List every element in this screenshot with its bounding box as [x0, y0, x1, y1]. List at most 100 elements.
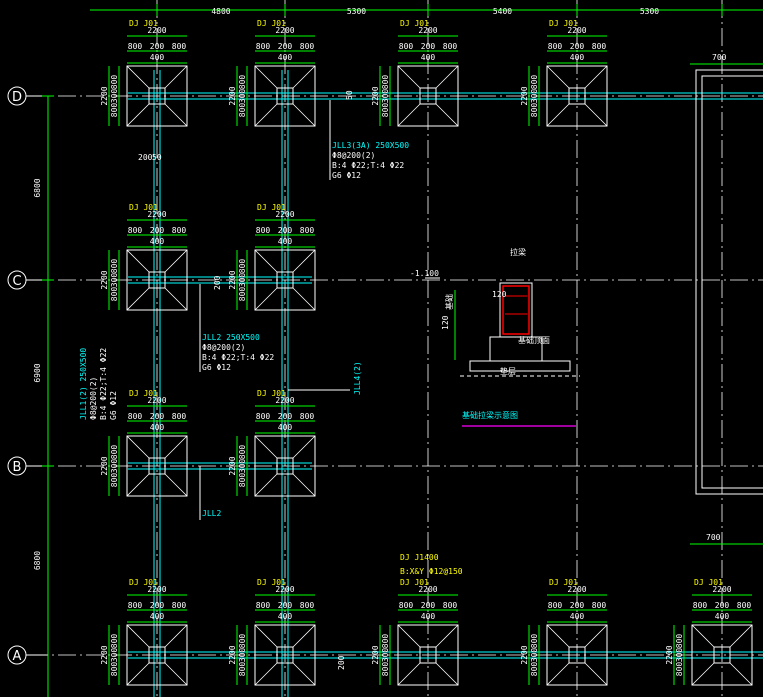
- left-dimension-text: 6800: [33, 551, 42, 570]
- right-outline: [701, 75, 763, 489]
- section-pad: [469, 360, 571, 372]
- footing-label: DJ J01: [129, 389, 158, 398]
- beam-jll2-name: JLL2 250X500: [202, 333, 260, 342]
- footing-vdim: 800: [381, 662, 390, 677]
- footing-dim-part: 200: [278, 42, 293, 51]
- right-outline-outer: [695, 69, 763, 495]
- diagram-title: 基础拉梁示意图: [462, 410, 518, 420]
- footing-dim-part: 200: [570, 42, 585, 51]
- footing-slope: [397, 65, 421, 89]
- footing-dim-part: 800: [128, 601, 143, 610]
- column-stub: [276, 646, 294, 664]
- footing-label: DJ J01: [129, 19, 158, 28]
- column-stub: [568, 87, 586, 105]
- footing-slope: [164, 287, 188, 311]
- beam-jll3-rebar: B:4 Φ22;T:4 Φ22: [332, 161, 404, 170]
- top-dimension-text: 5300: [347, 7, 366, 16]
- footing-dim-inner: 400: [421, 612, 436, 621]
- footing-slope: [126, 435, 150, 459]
- footing-vdim: 800: [530, 75, 539, 90]
- footing-outline: [546, 65, 608, 127]
- footing-dim-total: 2200: [418, 585, 437, 594]
- footing-vdim: 2200: [371, 645, 380, 664]
- footing-slope: [164, 435, 188, 459]
- footing-vdim: 300: [238, 459, 247, 474]
- footing-dim-part: 800: [256, 601, 271, 610]
- footing-dim-total: 2200: [147, 585, 166, 594]
- footing-vdim: 2200: [100, 86, 109, 105]
- footing-vdim: 2200: [228, 270, 237, 289]
- section-label: 拉梁: [510, 247, 526, 257]
- footing-vdim: 2200: [520, 86, 529, 105]
- footing-vdim: 800: [675, 662, 684, 677]
- special-footing-rebar: B:X&Y Φ12@150: [400, 567, 463, 576]
- footing-outline: [546, 624, 608, 686]
- footing-slope: [292, 473, 316, 497]
- beam-jll1-rebar: B:4 Φ22;T:4 Φ22: [99, 348, 108, 420]
- footing-vdim: 800: [110, 75, 119, 90]
- footing-slope: [435, 103, 459, 127]
- footing-vdim: 800: [238, 473, 247, 488]
- footing-dim-part: 800: [693, 601, 708, 610]
- footing-slope: [584, 65, 608, 89]
- beam-jll3-stirrup: Φ8@200(2): [332, 151, 375, 160]
- dim-50: 50: [345, 90, 354, 100]
- footing-vdim: 2200: [228, 456, 237, 475]
- footing-dim-part: 800: [443, 42, 458, 51]
- footing-dim-part: 200: [150, 601, 165, 610]
- footing-dim-part: 200: [150, 226, 165, 235]
- footing-dim-inner: 400: [278, 423, 293, 432]
- footing-vdim: 800: [110, 634, 119, 649]
- footing-slope: [397, 624, 421, 648]
- footing-outline: [254, 435, 316, 497]
- footing-slope: [546, 662, 570, 686]
- footing-vdim: 300: [110, 89, 119, 104]
- footing-outline: [691, 624, 753, 686]
- footing-dim-part: 800: [172, 412, 187, 421]
- footing-slope: [292, 103, 316, 127]
- footing-vdim: 800: [110, 473, 119, 488]
- footing-slope: [729, 624, 753, 648]
- footing-label: DJ J01: [257, 19, 286, 28]
- footing-outline: [397, 65, 459, 127]
- footing-dim-part: 800: [300, 42, 315, 51]
- footing-dim-inner: 400: [150, 237, 165, 246]
- footing-dim-part: 800: [256, 42, 271, 51]
- footing-vdim: 300: [381, 89, 390, 104]
- footing-dim-part: 800: [256, 412, 271, 421]
- dim-700: 700: [712, 53, 727, 62]
- footing-dim-inner: 400: [570, 612, 585, 621]
- footing-vdim: 800: [238, 75, 247, 90]
- footing-vdim: 800: [238, 662, 247, 677]
- footing-slope: [254, 65, 278, 89]
- footing-dim-part: 800: [300, 601, 315, 610]
- footing-outline: [254, 65, 316, 127]
- footing-dim-part: 800: [300, 226, 315, 235]
- footing-dim-inner: 400: [150, 423, 165, 432]
- footing-dim-part: 800: [548, 42, 563, 51]
- footing-dim-part: 800: [128, 42, 143, 51]
- left-dimension-text: 6800: [33, 178, 42, 197]
- top-dimension-text: 5300: [640, 7, 659, 16]
- footing-slope: [254, 662, 278, 686]
- beam-jll2-stirrup: Φ8@200(2): [202, 343, 245, 352]
- footing-dim-part: 800: [399, 42, 414, 51]
- footing-dim-total: 2200: [275, 585, 294, 594]
- footing-dim-total: 2200: [147, 396, 166, 405]
- footing-label: DJ J01: [129, 578, 158, 587]
- dim-50: 50: [152, 153, 162, 162]
- footing-vdim: 300: [238, 273, 247, 288]
- footing-vdim: 2200: [228, 86, 237, 105]
- footing-dim-inner: 400: [150, 53, 165, 62]
- footing-vdim: 800: [110, 259, 119, 274]
- section-beam: [502, 285, 530, 335]
- dim-700: 700: [706, 533, 721, 542]
- footing-slope: [126, 103, 150, 127]
- footing-vdim: 800: [110, 287, 119, 302]
- footing-slope: [397, 103, 421, 127]
- beam-jll1-stirrup: Φ8@200(2): [89, 377, 98, 420]
- footing-slope: [126, 65, 150, 89]
- footing-dim-part: 800: [737, 601, 752, 610]
- footing-dim-part: 800: [399, 601, 414, 610]
- footing-dim-inner: 400: [278, 53, 293, 62]
